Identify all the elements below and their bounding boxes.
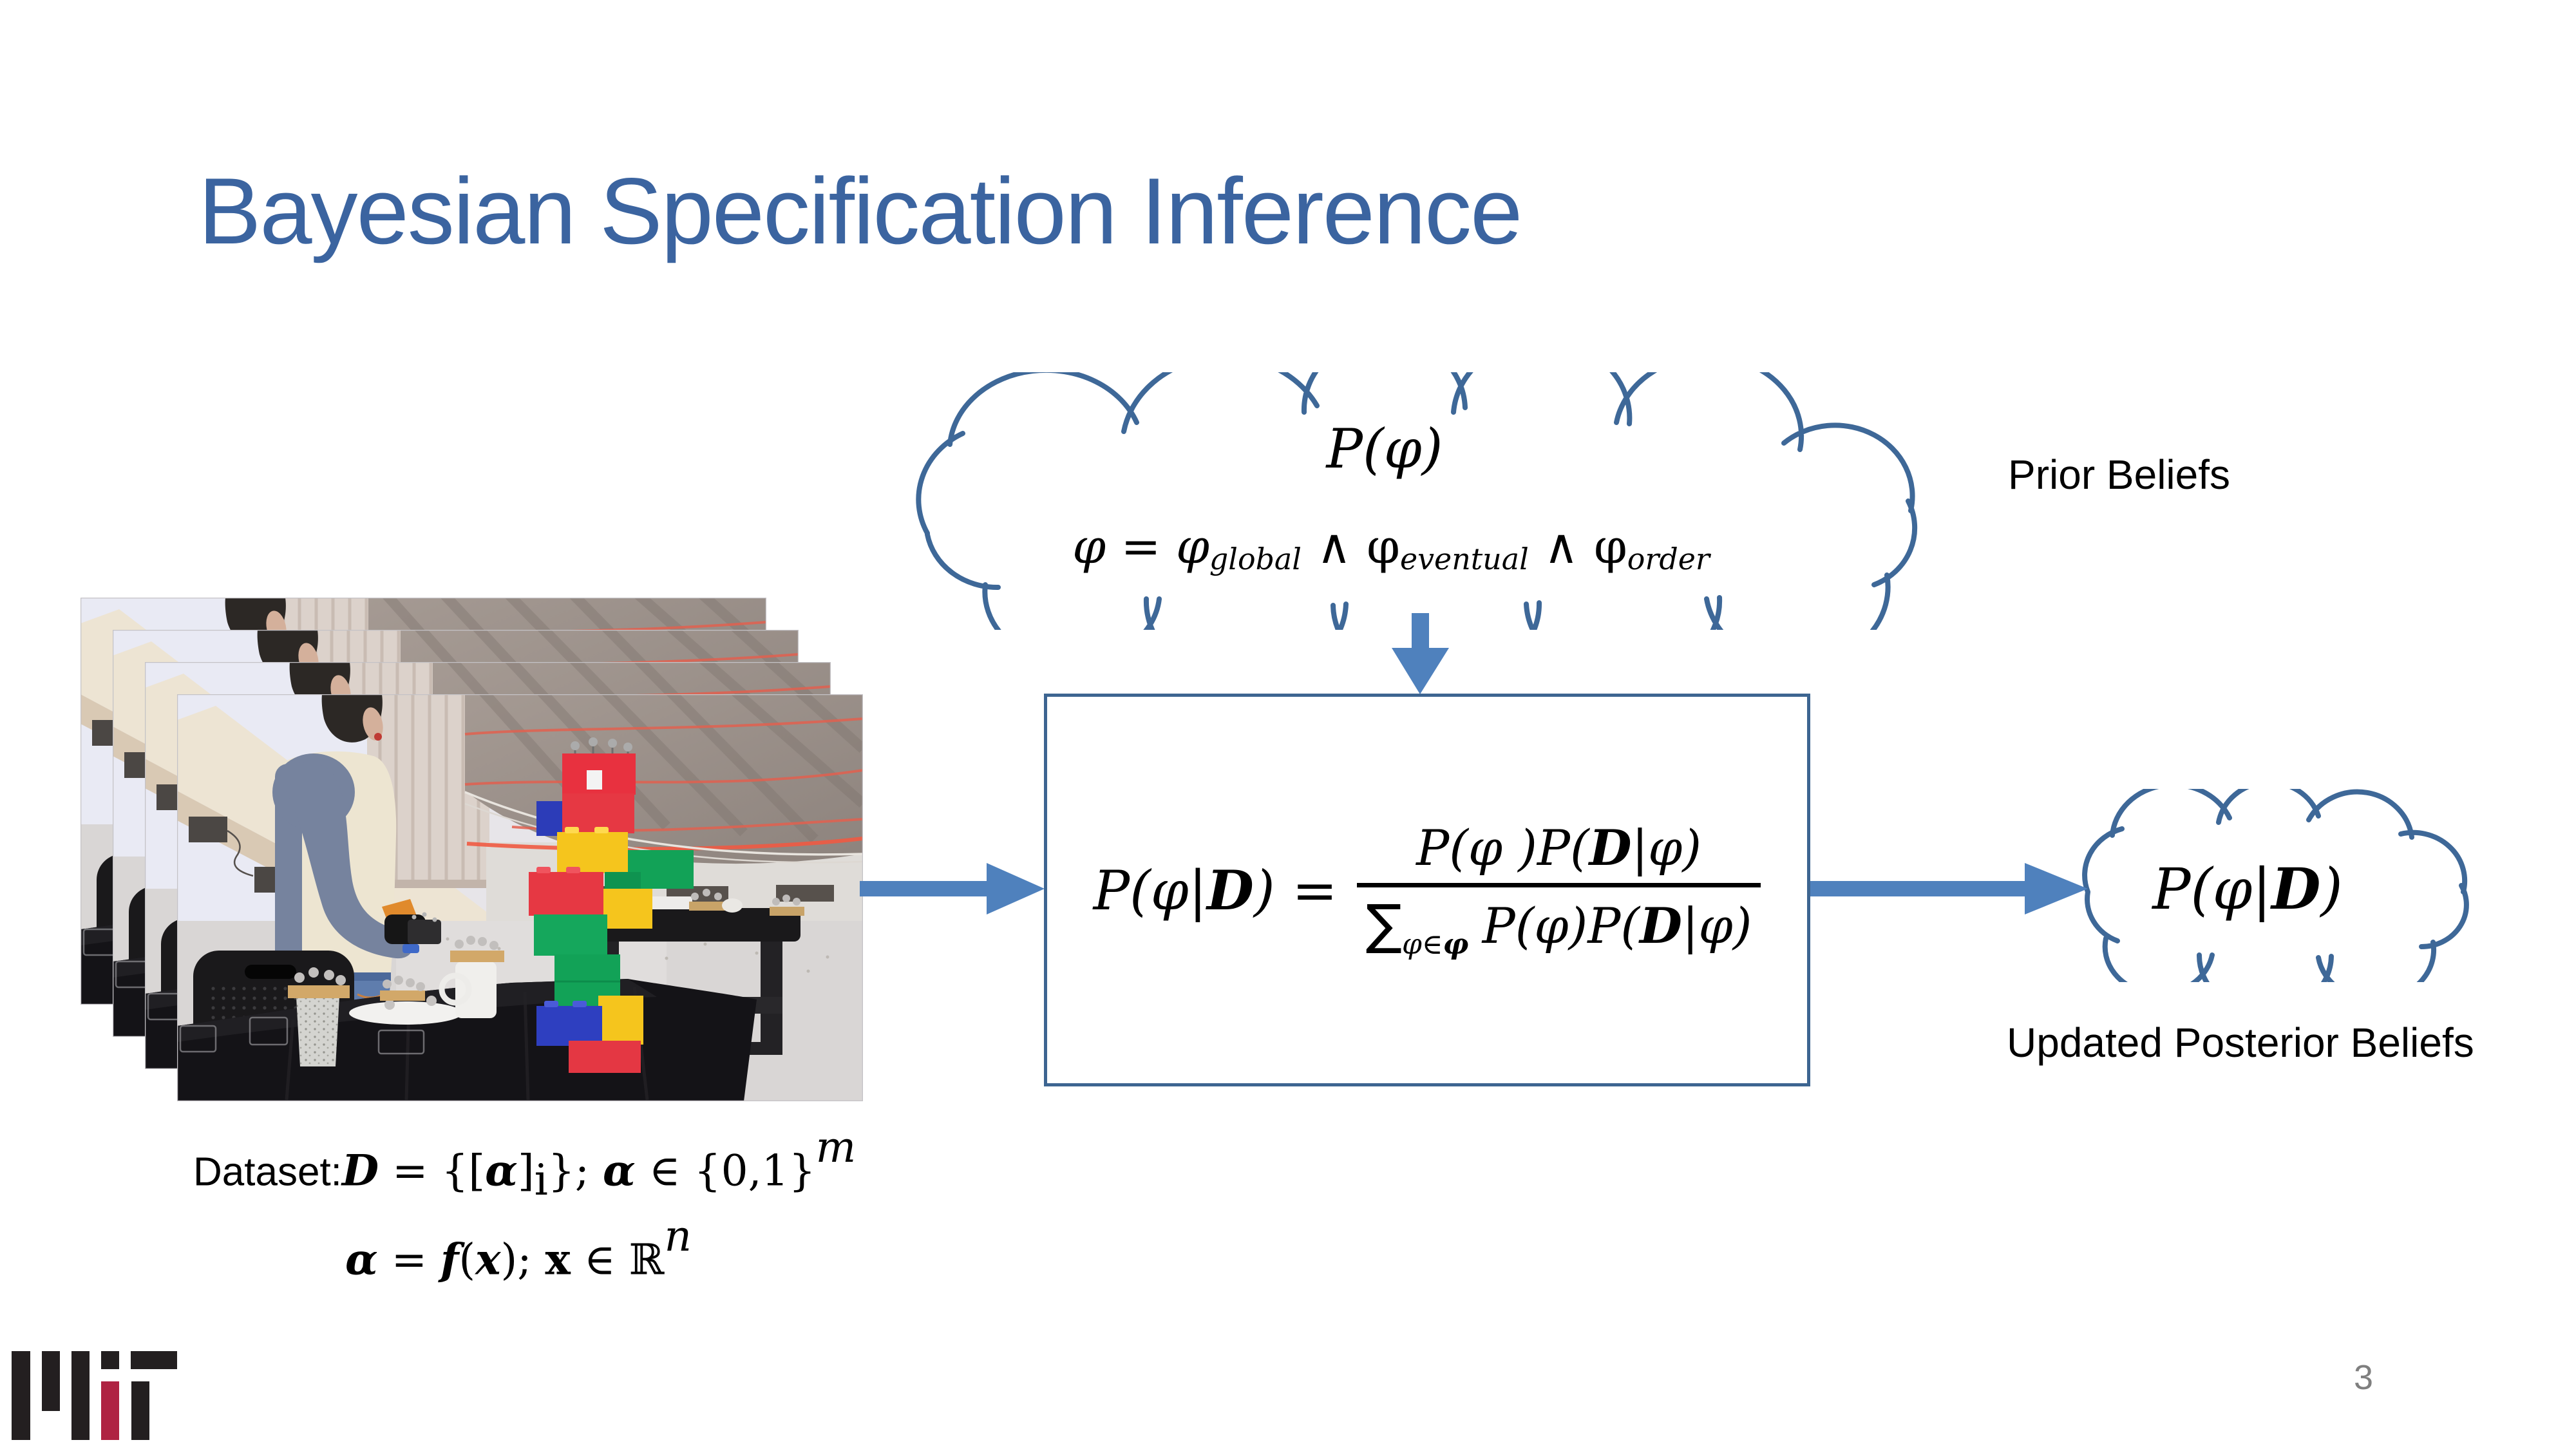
dataset-line1: Dataset:D = {[α]i}; α ∈ {0,1}m [193, 1122, 857, 1205]
bayes-numerator: P(φ )P(D|φ) [1416, 819, 1702, 877]
prior-beliefs-label: Prior Beliefs [2008, 451, 2230, 498]
bayes-fraction: P(φ )P(D|φ) ∑φ∈φ P(φ)P(D|φ) [1356, 819, 1761, 961]
page-number: 3 [2354, 1358, 2374, 1397]
prior-cloud [916, 372, 1918, 630]
bayes-rule-box: P(φ|D) = P(φ )P(D|φ) ∑φ∈φ P(φ)P(D|φ) [1044, 694, 1810, 1086]
posterior-cloud-shape [2082, 789, 2469, 982]
dataset-line2: α = f(x); x ∈ ℝn [345, 1211, 692, 1285]
posterior-beliefs-label: Updated Posterior Beliefs [2007, 1019, 2474, 1066]
prior-formula-line1: P(φ) [1326, 417, 1443, 480]
arrow-box-to-cloud [1807, 863, 2088, 914]
arrow-photo-to-box [860, 863, 1045, 914]
posterior-cloud [2082, 789, 2469, 982]
sum-subscript: φ∈φ [1402, 927, 1469, 961]
arrow-cloud-to-box [1392, 613, 1449, 694]
bayes-denominator: ∑φ∈φ P(φ)P(D|φ) [1356, 883, 1761, 961]
dataset-caption: Dataset:D = {[α]i}; α ∈ {0,1}m α = f(x);… [193, 1119, 857, 1287]
posterior-formula: P(φ|D) [2152, 855, 2343, 922]
bayes-formula: P(φ|D) = P(φ )P(D|φ) ∑φ∈φ P(φ)P(D|φ) [1094, 819, 1761, 961]
prior-formula-line2: φ = φglobal ∧ φeventual ∧ φorder [1072, 519, 1710, 577]
mit-logo [12, 1351, 177, 1440]
prior-cloud-shape [916, 372, 1918, 630]
slide-title: Bayesian Specification Inference [198, 158, 1522, 263]
bayes-lhs: P(φ|D) = [1093, 858, 1338, 922]
